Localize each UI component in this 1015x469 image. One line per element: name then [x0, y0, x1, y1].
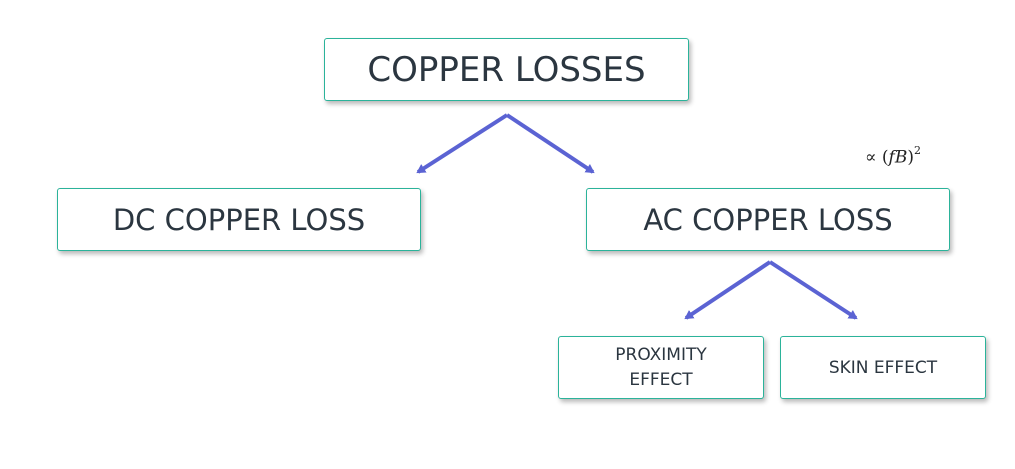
formula-suffix: ) [907, 147, 914, 168]
dc-copper-loss-label: DC COPPER LOSS [112, 202, 366, 237]
skin-effect-label: SKIN EFFECT [828, 357, 938, 378]
arrow-ac-to-skin [768, 260, 858, 320]
proportionality-formula: ∝ (fB)2 [865, 144, 921, 168]
arrow-root-to-ac [505, 113, 595, 174]
proximity-line-1: PROXIMITY [615, 344, 707, 365]
ac-copper-loss-label: AC COPPER LOSS [643, 202, 893, 237]
proximity-effect-node: PROXIMITY EFFECT [558, 336, 764, 399]
formula-f: f [888, 147, 895, 168]
arrow-root-to-dc [416, 113, 509, 174]
dc-copper-loss-node: DC COPPER LOSS [57, 188, 421, 251]
formula-exponent: 2 [913, 144, 921, 157]
arrow-ac-to-proximity [684, 260, 772, 320]
skin-effect-node: SKIN EFFECT [780, 336, 986, 399]
proximity-line-2: EFFECT [629, 369, 693, 390]
copper-losses-node: COPPER LOSSES [324, 38, 689, 101]
ac-copper-loss-node: AC COPPER LOSS [586, 188, 950, 251]
copper-losses-label: COPPER LOSSES [367, 49, 646, 90]
formula-b: B [894, 147, 908, 168]
formula-prefix: ∝ ( [865, 147, 889, 168]
proximity-effect-label: PROXIMITY EFFECT [615, 343, 706, 393]
